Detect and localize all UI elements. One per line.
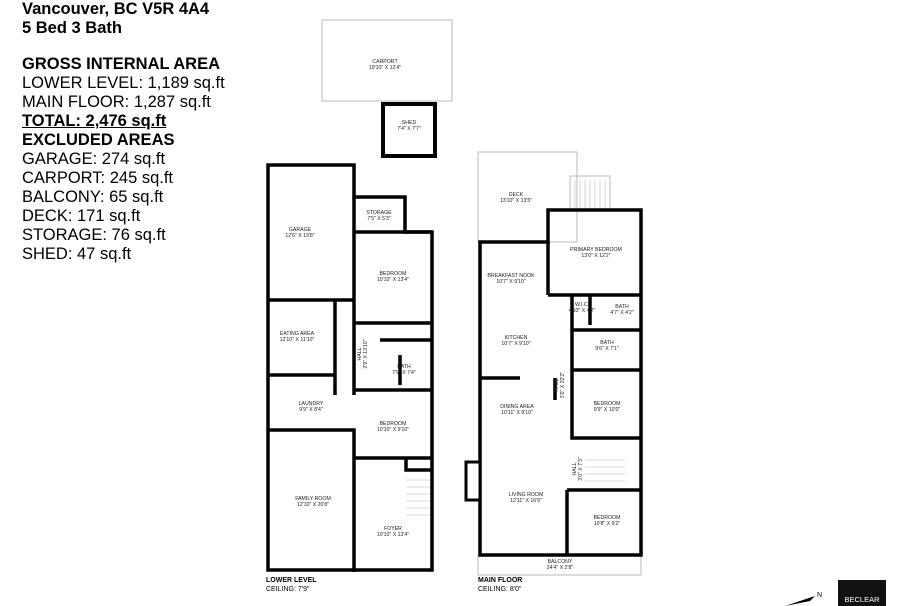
- main-stairs: [585, 459, 625, 482]
- room-label: 13'0" X 12'2": [581, 253, 610, 259]
- room-label: 10'7" X 9'10": [501, 341, 530, 347]
- room-label: 10'11" X 9'10": [501, 410, 533, 416]
- carport-dims: 19'10" X 12'4": [369, 65, 401, 71]
- main-floor-title: MAIN FLOOR: [478, 577, 522, 584]
- room-label: 12'10" X 11'10": [280, 337, 315, 343]
- carport-outline: [321, 19, 453, 102]
- room-label: BATH: [600, 340, 614, 346]
- room-label: HALL: [357, 347, 363, 360]
- room-label: 10'10" X 13'4": [377, 532, 409, 538]
- fireplace: [464, 460, 482, 502]
- room-label: DINING AREA: [500, 404, 534, 410]
- main-floor-area: MAIN FLOOR: 1,287 sq.ft: [22, 93, 211, 111]
- main-floor-ceiling: CEILING: 8'0": [478, 586, 522, 593]
- lower-level-ceiling: CEILING: 7'9": [266, 586, 310, 593]
- room-label: 3'0" X 22'2": [560, 372, 566, 399]
- lower-level-title: LOWER LEVEL: [266, 577, 317, 584]
- room-label: 10'7" X 9'10": [496, 279, 525, 285]
- compass: N: [785, 592, 822, 606]
- room-label: 3'0" X 7'3": [578, 457, 584, 481]
- shed-dims: 7'4" X 7'7": [397, 126, 421, 132]
- room-label: HALL: [554, 378, 560, 391]
- room-label: 10'10" X 9'10": [377, 427, 409, 433]
- excluded-title: EXCLUDED AREAS: [22, 131, 175, 149]
- room-label: 12'6" X 19'8": [285, 233, 314, 239]
- room-label: DECK: [509, 192, 524, 198]
- room-label: 10'8" X 9'2": [594, 521, 621, 527]
- total-area: TOTAL: 2,476 sq.ft: [22, 112, 167, 130]
- excluded-shed: SHED: 47 sq.ft: [22, 245, 132, 263]
- address-city: Vancouver, BC V5R 4A4: [22, 0, 210, 18]
- room-label: STORAGE: [366, 210, 392, 216]
- room-label: 24'4" X 2'8": [547, 565, 574, 571]
- room-label: BREAKFAST NOOK: [487, 273, 535, 279]
- room-label: 7'5" X 5'3": [367, 216, 391, 222]
- deck-outline: [477, 151, 578, 243]
- room-label: 2'9" X 13'10": [363, 339, 369, 368]
- room-label: GARAGE: [289, 227, 312, 233]
- main-floor-walls: [478, 208, 643, 557]
- room-label: 12'11" X 16'9": [510, 498, 542, 504]
- room-label: 9'9" X 10'0": [594, 407, 621, 413]
- room-label: BEDROOM: [594, 515, 621, 521]
- room-label: 4'10" X 4'2": [569, 308, 596, 314]
- room-label: BEDROOM: [594, 401, 621, 407]
- room-label: W.I.C.: [575, 302, 589, 308]
- room-label: 13'10" X 13'5": [500, 198, 532, 204]
- room-label: BALCONY: [548, 559, 573, 565]
- room-label: BEDROOM: [380, 421, 407, 427]
- room-label: KITCHEN: [505, 335, 528, 341]
- room-label: BEDROOM: [380, 271, 407, 277]
- lower-level-area: LOWER LEVEL: 1,189 sq.ft: [22, 74, 225, 92]
- lower-level-walls: [266, 163, 434, 572]
- room-label: 9'6" X 7'1": [595, 346, 619, 352]
- room-label: LAUNDRY: [299, 401, 324, 407]
- room-label: FOYER: [384, 526, 402, 532]
- room-label: 4'7" X 4'2": [610, 310, 634, 316]
- room-label: FAMILY ROOM: [295, 496, 331, 502]
- carport-label: CARPORT: [372, 59, 398, 65]
- room-label: HALL: [572, 462, 578, 475]
- excluded-carport: CARPORT: 245 sq.ft: [22, 169, 174, 187]
- outbuilding-labels: CARPORT 19'10" X 12'4" SHED 7'4" X 7'7": [369, 59, 421, 132]
- gross-area-title: GROSS INTERNAL AREA: [22, 55, 221, 73]
- excluded-storage: STORAGE: 76 sq.ft: [22, 226, 166, 244]
- lower-stairs: [406, 479, 432, 516]
- property-info: Vancouver, BC V5R 4A4 5 Bed 3 Bath GROSS…: [22, 0, 225, 264]
- shed-label: SHED: [402, 120, 417, 126]
- room-label: 10'10" X 13'4": [377, 277, 409, 283]
- excluded-deck: DECK: 171 sq.ft: [22, 207, 141, 225]
- bed-bath: 5 Bed 3 Bath: [22, 19, 122, 37]
- room-label: EATING AREA: [280, 331, 315, 337]
- excluded-garage: GARAGE: 274 sq.ft: [22, 150, 166, 168]
- room-label: BATH: [615, 304, 629, 310]
- room-label: PRIMARY BEDROOM: [570, 247, 622, 253]
- excluded-balcony: BALCONY: 65 sq.ft: [22, 188, 164, 206]
- room-label: 9'9" X 8'4": [299, 407, 323, 413]
- room-label: LIVING ROOM: [509, 492, 544, 498]
- shed-walls: [381, 102, 437, 158]
- room-label: BATH: [397, 364, 411, 370]
- compass-label: N: [817, 592, 822, 599]
- compass-arrow-icon: [785, 596, 815, 606]
- room-label: 12'10" X 20'8": [297, 502, 329, 508]
- room-label: 7'9" X 7'4": [392, 370, 416, 376]
- brand-logo: BECLEAR: [838, 580, 886, 606]
